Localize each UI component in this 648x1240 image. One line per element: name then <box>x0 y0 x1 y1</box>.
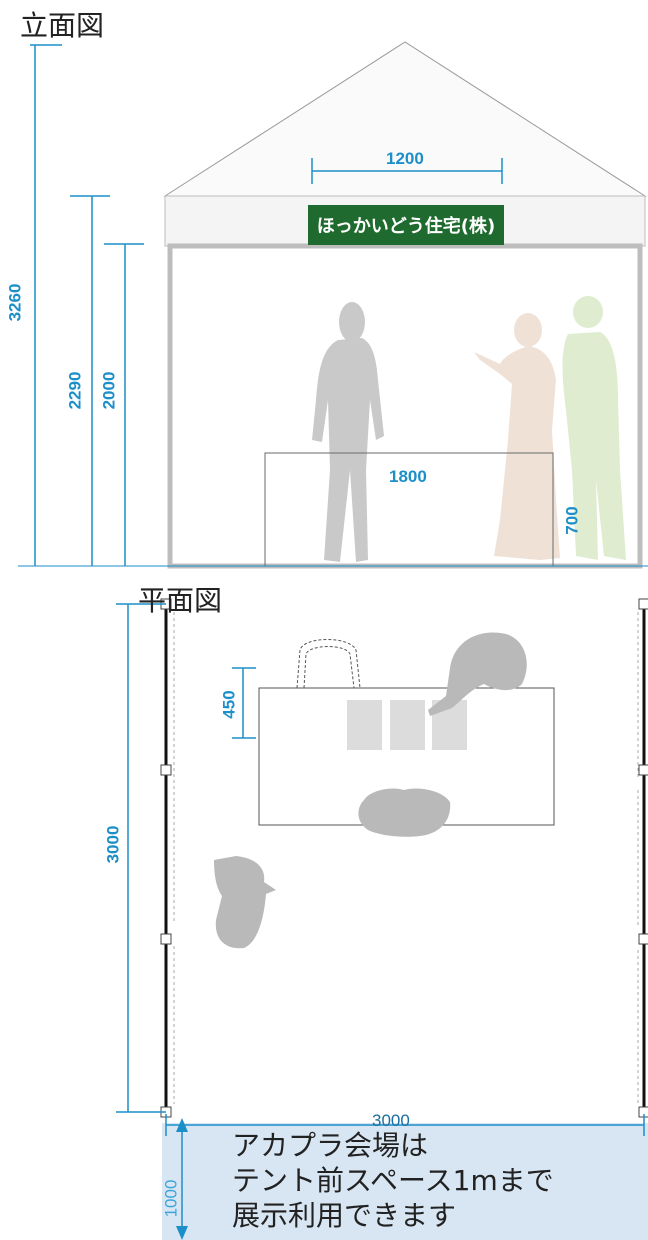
dim-label-total-height: 3260 <box>5 283 25 322</box>
dim-label-front-space: 1000 <box>161 1179 181 1218</box>
dim-label-plan-depth: 3000 <box>103 825 123 864</box>
person-silhouette-left <box>312 302 384 562</box>
note-line-2: テント前スペース1mまで <box>232 1164 554 1197</box>
dim-label-opening-height: 2000 <box>99 371 119 410</box>
note-line-1: アカプラ会場は <box>232 1129 429 1162</box>
dim-label-table-height: 700 <box>562 506 582 535</box>
plan-title: 平面図 <box>138 584 223 617</box>
person-topview <box>214 632 527 949</box>
dim-label-plan-width: 3000 <box>372 1111 410 1130</box>
company-sign: ほっかいどう住宅(株) <box>308 205 504 245</box>
front-space-area <box>162 1123 648 1240</box>
dim-label-table-width: 1800 <box>389 467 427 486</box>
note-line-3: 展示利用できます <box>232 1199 457 1232</box>
person-silhouette-green <box>562 296 626 560</box>
dim-label-eave-height: 2290 <box>65 371 85 410</box>
display-panel <box>347 700 382 750</box>
elevation-title: 立面図 <box>20 9 105 42</box>
dim-label-sign-width: 1200 <box>386 149 424 168</box>
front-space-note: アカプラ会場は テント前スペース1mまで 展示利用できます <box>232 1128 554 1233</box>
dim-label-table-depth: 450 <box>219 690 239 719</box>
